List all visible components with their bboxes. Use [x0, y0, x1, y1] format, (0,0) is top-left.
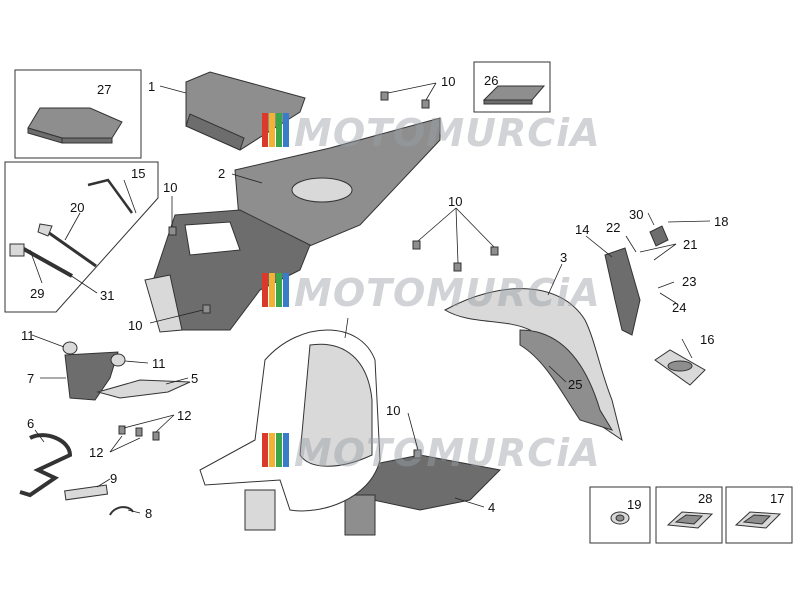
sticker-pad-icon	[482, 85, 546, 105]
inset-box-27	[14, 69, 142, 159]
callout-2: 2	[218, 166, 225, 181]
callout-12-left: 12	[89, 445, 103, 460]
part-5-plate	[96, 379, 191, 399]
leader-lines	[29, 82, 711, 514]
callout-15: 15	[131, 166, 145, 181]
part-6-hook	[19, 433, 73, 498]
callout-10-left: 10	[163, 180, 177, 195]
callout-5: 5	[191, 371, 198, 386]
inset-box-26	[473, 61, 551, 113]
watermark-text-1: MOTOMURCiA	[294, 111, 601, 155]
callout-6: 6	[27, 416, 34, 431]
part-30-light	[649, 225, 669, 247]
spring-clip-icon	[666, 511, 714, 529]
part-1-cover	[185, 71, 306, 151]
callout-27: 27	[97, 82, 111, 97]
callout-23: 23	[682, 274, 696, 289]
callout-10-mid-right: 10	[448, 194, 462, 209]
watermark-text-3: MOTOMURCiA	[294, 431, 601, 475]
inset-box-19	[589, 486, 651, 544]
watermark-1: MOTOMURCiA	[262, 111, 601, 155]
part-14-plate-holder	[604, 247, 641, 336]
callout-1: 1	[148, 79, 155, 94]
callout-24: 24	[672, 300, 686, 315]
callout-3: 3	[560, 250, 567, 265]
part-9-pin	[64, 484, 109, 501]
grommet-icon	[610, 511, 630, 525]
part-8-clip	[109, 506, 134, 516]
callout-20: 20	[70, 200, 84, 215]
inset-box-17	[725, 486, 793, 544]
callout-26: 26	[484, 73, 498, 88]
callout-7: 7	[27, 371, 34, 386]
part-7-bracket	[62, 341, 126, 401]
callout-30: 30	[629, 207, 643, 222]
spring-clip-icon-2	[734, 511, 782, 529]
tool-kit-box	[4, 161, 159, 313]
callout-16: 16	[700, 332, 714, 347]
tool-kit-icon	[9, 178, 134, 278]
callout-4: 4	[488, 500, 495, 515]
callout-11-left: 11	[21, 328, 35, 343]
callout-19: 19	[627, 497, 641, 512]
callout-14: 14	[575, 222, 589, 237]
callout-17: 17	[770, 491, 784, 506]
callout-11-right: 11	[152, 356, 166, 371]
bolt-set	[118, 91, 499, 459]
callout-28: 28	[698, 491, 712, 506]
callout-31: 31	[100, 288, 114, 303]
inset-box-28	[655, 486, 723, 544]
watermark-3: MOTOMURCiA	[262, 431, 601, 475]
callout-21: 21	[683, 237, 697, 252]
callout-10-lower: 10	[128, 318, 142, 333]
callout-10-top: 10	[441, 74, 455, 89]
part-wheel-arch	[199, 329, 381, 531]
callout-25: 25	[568, 377, 582, 392]
watermark-text-2: MOTOMURCiA	[294, 271, 601, 315]
part-2-frame	[144, 117, 441, 333]
callout-10-bottom: 10	[386, 403, 400, 418]
part-16-reflector	[654, 349, 706, 386]
callout-8: 8	[145, 506, 152, 521]
callout-9: 9	[110, 471, 117, 486]
callout-22: 22	[606, 220, 620, 235]
bracket-plate-icon	[27, 107, 123, 144]
callout-18: 18	[714, 214, 728, 229]
part-3-mudguard	[443, 288, 623, 442]
watermark-2: MOTOMURCiA	[262, 271, 601, 315]
callout-29: 29	[30, 286, 44, 301]
callout-12-right: 12	[177, 408, 191, 423]
